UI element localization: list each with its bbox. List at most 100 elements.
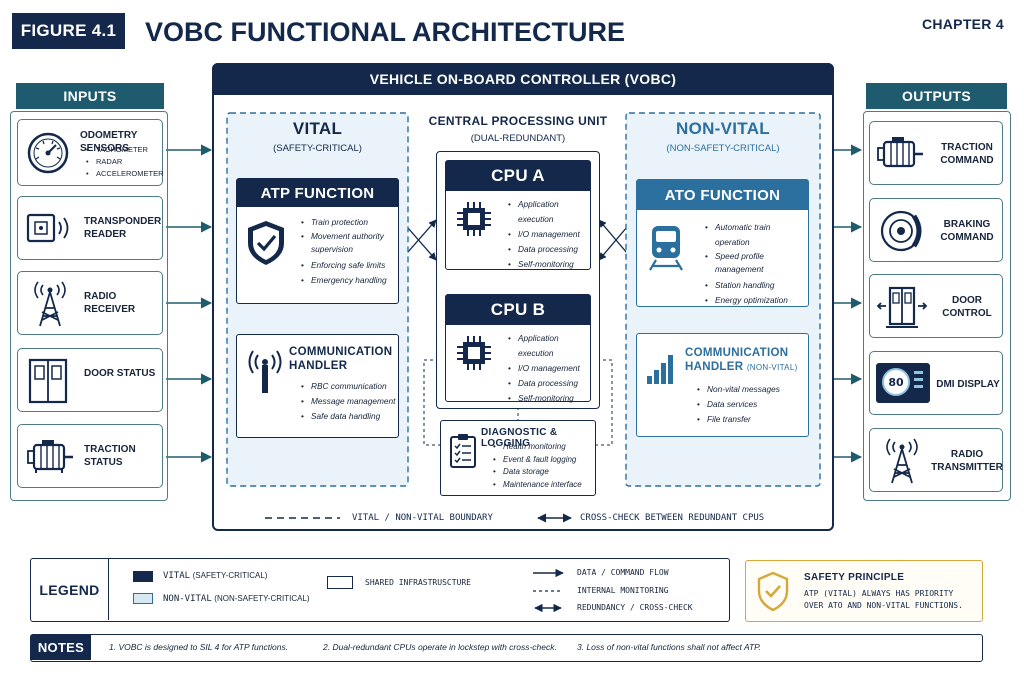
bullet: Emergency handling [301,273,397,288]
notes-bar: NOTES 1. VOBC is designed to SIL 4 for A… [30,634,983,662]
legend-vital-label: VITAL (SAFETY-CRITICAL) [163,570,267,581]
legend-nonvital-swatch [133,593,153,604]
vital-comm-title: COMMUNICATION HANDLER [289,346,393,372]
outputs-panel [863,111,1011,501]
bullet: Movement authority supervision [301,230,397,256]
crosscheck-arrow-sample [537,513,572,523]
output-dmi-display: 80 DMI DISPLAY [869,351,1003,415]
input-label: RADIO RECEIVER [84,291,136,315]
nonvital-comm-suffix: (NON-VITAL) [746,363,798,372]
atp-bullets: Train protection Movement authority supe… [299,215,397,288]
bullet: Data services [697,397,805,412]
display-icon: 80 [876,363,930,403]
legend-vital: VITAL [163,571,191,581]
nonvital-subtitle: (NON-SAFETY-CRITICAL) [666,142,780,154]
cpu-b-title: CPU B [446,295,590,325]
bullet: Self-monitoring [508,391,590,406]
figure-label: FIGURE 4.1 [12,13,125,49]
atp-function-card: ATP FUNCTION Train protection Movement a… [236,178,399,304]
chip-icon [457,336,491,370]
door-icon [28,358,68,404]
cpu-a-card: CPU A Application execution I/O manageme… [445,160,591,272]
brake-disc-icon [880,210,922,252]
safety-principle-box: SAFETY PRINCIPLE ATP (VITAL) ALWAYS HAS … [745,560,983,622]
cpu-subtitle: (DUAL-REDUNDANT) [470,132,566,144]
door-control-icon [876,286,928,328]
bullet: File transfer [697,412,805,427]
speedometer-icon [27,132,69,174]
cpu-b-card: CPU B Application execution I/O manageme… [445,294,591,406]
cpu-a-bullets: Application execution I/O management Dat… [506,197,590,272]
outputs-header: OUTPUTS [866,83,1007,109]
legend-nonvital-label: NON-VITAL (NON-SAFETY-CRITICAL) [163,593,310,604]
safety-title: SAFETY PRINCIPLE [804,572,905,583]
cpu-a-title: CPU A [446,161,590,191]
bullet: I/O management [508,227,590,242]
chapter-label: CHAPTER 4 [921,16,1004,32]
vital-comm-bullets: RBC communication Message management Saf… [299,379,397,424]
safety-line1: ATP (VITAL) ALWAYS HAS PRIORITY [804,589,954,598]
diagnostic-logging-card: DIAGNOSTIC & LOGGING Health monitoring E… [440,420,596,496]
diag-bullets: Health monitoring Event & fault logging … [491,441,595,491]
bullet: Self-monitoring [508,257,590,272]
bullet: Speed profile management [705,250,807,276]
inputs-panel [10,111,168,501]
legend-vital-sub: (SAFETY-CRITICAL) [192,571,268,580]
crosscheck-label: CROSS-CHECK BETWEEN REDUNDANT CPUS [580,513,765,523]
cpu-b-bullets: Application execution I/O management Dat… [506,331,590,406]
bullet: I/O management [508,361,590,376]
subitem: RADAR [86,156,164,168]
bullet: Maintenance interface [493,479,595,492]
motor-icon [877,137,923,168]
subitem: TACHOMETER [86,144,164,156]
legend-box: LEGEND VITAL (SAFETY-CRITICAL) NON-VITAL… [30,558,730,622]
legend-nonvital-sub: (NON-SAFETY-CRITICAL) [214,594,310,603]
dmi-speed-readout: 80 [882,368,910,396]
nonvital-comm-title: COMMUNICATION HANDLER (NON-VITAL) [685,346,807,375]
radio-tower-icon [34,281,66,327]
input-label: TRACTION STATUS [84,444,136,468]
vital-title: VITAL [292,119,343,138]
boundary-line-sample [265,517,340,519]
bullet: Automatic train operation [705,220,807,250]
motor-icon [27,440,73,473]
bullet: Train protection [301,215,397,230]
cpu-title: CENTRAL PROCESSING UNIT [428,114,608,128]
bullet: Safe data handling [301,409,397,424]
output-radio-transmitter: RADIO TRANSMITTER [869,428,1003,492]
bullet: Message management [301,394,397,409]
ato-title: ATO FUNCTION [637,180,808,210]
legend-flow-label: DATA / COMMAND FLOW [577,568,669,577]
note-item: 3. Loss of non-vital functions shall not… [577,642,762,652]
bullet: Station handling [705,278,807,293]
bullet: Data storage [493,466,595,479]
bullet: Energy optimization [705,293,807,308]
radio-tower-icon [886,438,918,484]
ato-bullets: Automatic train operation Speed profile … [703,220,807,308]
legend-shared-swatch [327,576,353,589]
note-item: 1. VOBC is designed to SIL 4 for ATP fun… [109,642,289,652]
bullet: Enforcing safe limits [301,258,397,273]
legend-redundancy-label: REDUNDANCY / CROSS-CHECK [577,603,693,612]
bullet: Data processing [508,242,590,257]
nonvital-communication-handler-card: COMMUNICATION HANDLER (NON-VITAL) Non-vi… [636,333,809,437]
input-traction-status: TRACTION STATUS [17,424,163,488]
output-traction-command: TRACTION COMMAND [869,121,1003,185]
inputs-header: INPUTS [16,83,164,109]
nonvital-comm-title-text: COMMUNICATION HANDLER [685,347,789,373]
nonvital-title: NON-VITAL [676,119,770,138]
vital-communication-handler-card: COMMUNICATION HANDLER RBC communication … [236,334,399,438]
note-item: 2. Dual-redundant CPUs operate in lockst… [323,642,557,652]
legend-monitoring-label: INTERNAL MONITORING [577,586,669,595]
train-icon [649,226,683,271]
output-door-control: DOOR CONTROL [869,274,1003,338]
ato-function-card: ATO FUNCTION Automatic train operation S… [636,179,809,308]
vobc-title: VEHICLE ON-BOARD CONTROLLER (VOBC) [212,63,834,95]
shield-check-icon [248,221,284,265]
legend-nonvital: NON-VITAL [163,594,212,604]
boundary-label: VITAL / NON-VITAL BOUNDARY [352,513,493,523]
output-label: DMI DISPLAY [936,378,1000,390]
input-door-status: DOOR STATUS [17,348,163,412]
safety-line2: OVER ATO AND NON-VITAL FUNCTIONS. [804,601,963,610]
input-transponder-reader: TRANSPONDER READER [17,196,163,260]
